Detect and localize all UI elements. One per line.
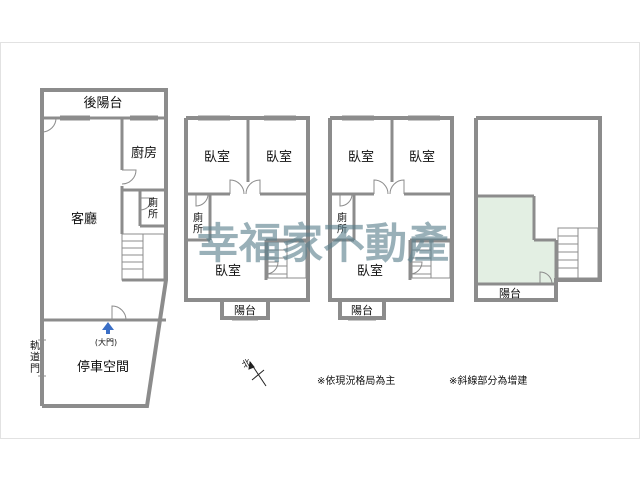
floor-1-doors <box>41 117 153 321</box>
track-door-label: 軌道門 <box>30 339 40 375</box>
floor-1-stairs <box>121 233 165 281</box>
hatch-note: ※斜線部分為增建 <box>449 374 527 387</box>
floor-3-windows <box>342 115 440 321</box>
main-door-label: (大門) <box>95 337 117 347</box>
living-room-label: 客廳 <box>71 211 97 227</box>
floor-3-balcony-label: 陽台 <box>351 303 373 317</box>
floor-1-toilet-label: 廁所 <box>148 196 158 221</box>
addition-area <box>476 196 556 284</box>
floor-1-plan: 後陽台 廚房 客廳 停車空間 (大門) 廁所 軌道門 <box>30 88 168 408</box>
floor-2-balcony-label: 陽台 <box>234 303 256 317</box>
floor-2-bedroom-a-label: 臥室 <box>204 149 230 165</box>
floor-1-walls <box>40 88 168 408</box>
floor-2-toilet-label: 廁所 <box>193 211 203 236</box>
rear-balcony-label: 後陽台 <box>83 96 122 111</box>
floor-2-plan: 臥室 臥室 臥室 陽台 廁所 <box>184 115 310 321</box>
track-door-marks <box>38 339 46 377</box>
floor-3-bedroom-a-label: 臥室 <box>348 149 374 165</box>
floor-2-bedroom-c-label: 臥室 <box>215 263 241 279</box>
north-label: 北 <box>240 357 253 371</box>
floor-3-bedroom-b-label: 臥室 <box>409 149 435 165</box>
floor-2-stairs <box>267 241 307 279</box>
floor-2-windows <box>198 115 296 321</box>
kitchen-label: 廚房 <box>131 145 157 161</box>
parking-space-label: 停車空間 <box>77 359 129 375</box>
roof-balcony-label: 陽台 <box>499 286 521 300</box>
floor-3-stairs <box>411 241 451 279</box>
floor-2-bedroom-b-label: 臥室 <box>266 149 292 165</box>
north-compass-icon <box>248 360 267 387</box>
roof-door <box>539 271 553 285</box>
roof-stairs <box>557 227 599 279</box>
floor-3-bedroom-c-label: 臥室 <box>357 263 383 279</box>
layout-note: ※依現況格局為主 <box>317 374 395 387</box>
floor-3-partitions <box>330 118 452 280</box>
floor-3-plan: 臥室 臥室 臥室 陽台 廁所 <box>328 115 454 321</box>
watermark: 幸福家不動產 <box>197 219 449 268</box>
floor-1-windows <box>60 115 158 121</box>
floor-2-partitions <box>186 118 308 280</box>
floor-3-toilet-label: 廁所 <box>337 211 347 236</box>
roof-partitions <box>476 194 558 286</box>
main-door-arrow-icon <box>102 322 114 334</box>
roof-plan: 陽台 <box>474 116 602 302</box>
